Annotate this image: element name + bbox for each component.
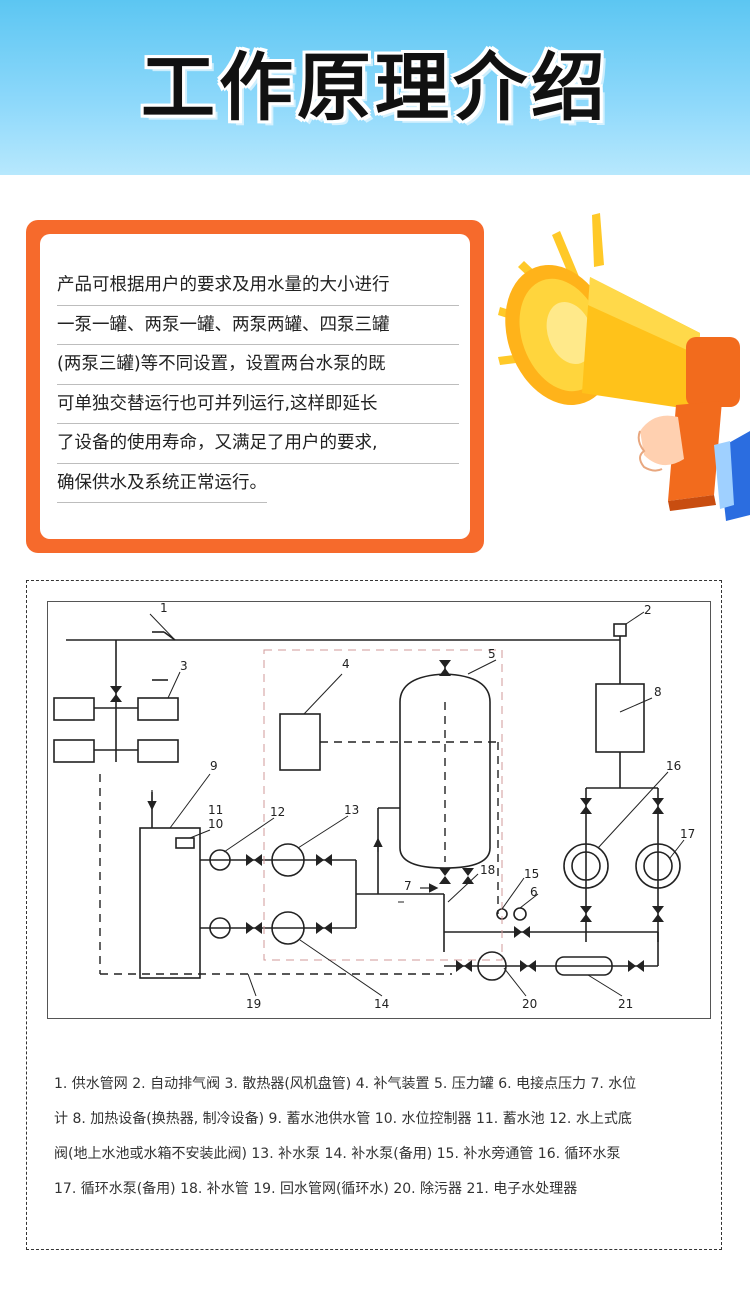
heating-equipment xyxy=(595,683,645,753)
diagram-label: 1 xyxy=(160,602,168,615)
diagram-label: 16 xyxy=(666,759,681,773)
diagram-label: 12 xyxy=(270,805,285,819)
diagram-label: 3 xyxy=(180,659,188,673)
diagram-legend: 1. 供水管网 2. 自动排气阀 3. 散热器(风机盘管) 4. 补气装置 5.… xyxy=(54,1067,664,1207)
diagram-panel: 1 2 3 4 5 6 7 8 9 10 11 12 13 14 15 16 1… xyxy=(26,580,722,1250)
circulation-pump xyxy=(563,843,609,889)
intro-line: 产品可根据用户的要求及用水量的大小进行 xyxy=(57,266,459,306)
reservoir xyxy=(139,827,201,979)
page-title: 工作原理介绍 xyxy=(141,45,609,131)
megaphone-icon xyxy=(498,213,750,521)
intro-line: (两泵三罐)等不同设置，设置两台水泵的既 xyxy=(57,345,459,385)
intro-card: 产品可根据用户的要求及用水量的大小进行 一泵一罐、两泵一罐、两泵两罐、四泵三罐 … xyxy=(26,220,484,553)
diagram-label: 2 xyxy=(644,603,652,617)
circulation-pump-backup xyxy=(635,843,681,889)
air-vent-valve xyxy=(613,623,627,637)
legend-line: 阀(地上水池或水箱不安装此阀) 13. 补水泵 14. 补水泵(备用) 15. … xyxy=(54,1146,621,1162)
intro-line: 一泵一罐、两泵一罐、两泵两罐、四泵三罐 xyxy=(57,306,459,345)
diagram-label: 18 xyxy=(480,863,495,877)
diagram-label: 4 xyxy=(342,657,350,671)
diagram-label: 11 xyxy=(208,803,223,817)
diagram-label: 17 xyxy=(680,827,695,841)
diagram-label: 19 xyxy=(246,997,261,1011)
air-supply-device xyxy=(279,713,321,771)
diagram-label: 20 xyxy=(522,997,537,1011)
intro-line: 可单独交替运行也可并列运行,这样即延长 xyxy=(57,385,459,424)
dirt-separator xyxy=(477,951,507,981)
foot-valve xyxy=(209,917,231,939)
radiator xyxy=(137,697,179,721)
diagram-label: 15 xyxy=(524,867,539,881)
intro-text: 产品可根据用户的要求及用水量的大小进行 一泵一罐、两泵一罐、两泵两罐、四泵三罐 … xyxy=(57,266,459,518)
radiator xyxy=(53,697,95,721)
intro-card-inner: 产品可根据用户的要求及用水量的大小进行 一泵一罐、两泵一罐、两泵两罐、四泵三罐 … xyxy=(40,234,470,539)
makeup-pump-backup xyxy=(271,911,305,945)
level-controller xyxy=(175,837,195,849)
contact-pressure-gauge xyxy=(513,907,527,921)
water-treater xyxy=(555,956,613,976)
legend-line: 1. 供水管网 2. 自动排气阀 3. 散热器(风机盘管) 4. 补气装置 5.… xyxy=(54,1076,637,1092)
system-schematic: 1 2 3 4 5 6 7 8 9 10 11 12 13 14 15 16 1… xyxy=(47,601,711,1019)
makeup-pump xyxy=(271,843,305,877)
radiator xyxy=(53,739,95,763)
diagram-label: 21 xyxy=(618,997,633,1011)
radiator xyxy=(137,739,179,763)
foot-valve xyxy=(209,849,231,871)
intro-line: 了设备的使用寿命，又满足了用户的要求, xyxy=(57,424,459,464)
diagram-label: 5 xyxy=(488,647,496,661)
diagram-label: 9 xyxy=(210,759,218,773)
diagram-label: 6 xyxy=(530,885,538,899)
diagram-label: 8 xyxy=(654,685,662,699)
diagram-label: 10 xyxy=(208,817,223,831)
legend-line: 计 8. 加热设备(换热器, 制冷设备) 9. 蓄水池供水管 10. 水位控制器… xyxy=(54,1111,632,1127)
intro-line: 确保供水及系统正常运行。 xyxy=(57,464,267,503)
pressure-tank xyxy=(399,673,491,869)
header-banner: 工作原理介绍 xyxy=(0,0,750,175)
schematic-svg: 1 2 3 4 5 6 7 8 9 10 11 12 13 14 15 16 1… xyxy=(53,602,695,1011)
diagram-label: 13 xyxy=(344,803,359,817)
diagram-label: 7 xyxy=(404,879,412,893)
legend-line: 17. 循环水泵(备用) 18. 补水管 19. 回水管网(循环水) 20. 除… xyxy=(54,1181,578,1197)
diagram-label: 14 xyxy=(374,997,389,1011)
